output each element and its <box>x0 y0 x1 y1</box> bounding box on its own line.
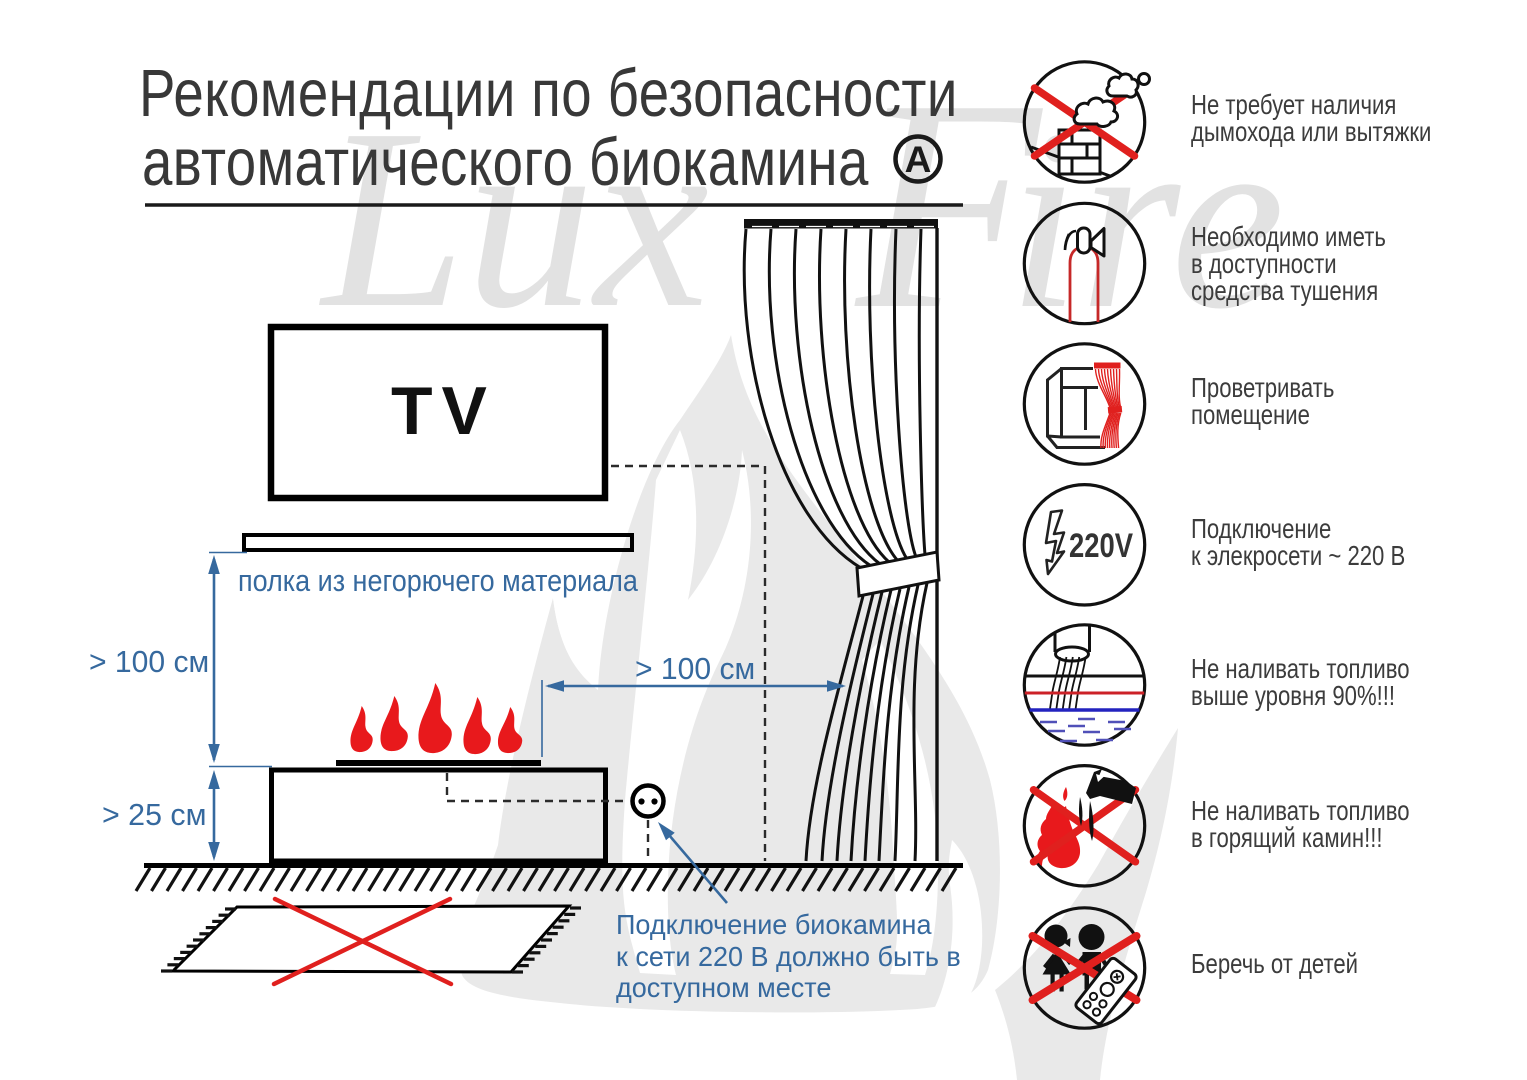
svg-text:220V: 220V <box>1069 527 1133 565</box>
svg-text:A: A <box>905 139 932 180</box>
svg-text:Lux: Lux <box>318 75 709 361</box>
